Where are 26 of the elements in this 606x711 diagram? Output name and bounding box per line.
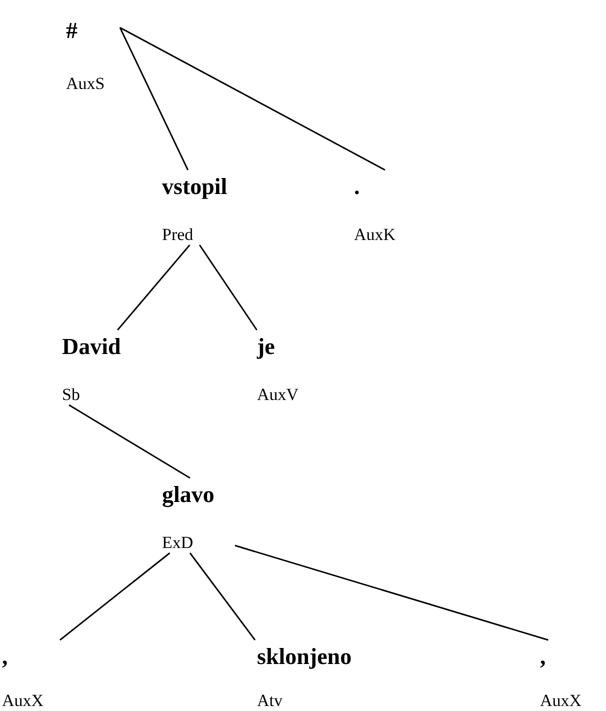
word-form: # <box>66 18 78 44</box>
function-tag: Pred <box>162 225 194 245</box>
word-form: . <box>354 174 360 200</box>
function-tag: Atv <box>257 691 282 711</box>
word-form: je <box>257 334 275 360</box>
function-tag: AuxX <box>540 691 582 711</box>
tree-branch-line <box>119 27 189 170</box>
function-tag: AuxX <box>2 691 44 711</box>
word-form: sklonjeno <box>257 644 352 670</box>
word-form: , <box>2 644 8 670</box>
tree-branch-line <box>120 26 386 171</box>
tree-branch-line <box>234 544 548 641</box>
tree-branch-line <box>117 244 190 330</box>
function-tag: Sb <box>62 385 80 405</box>
function-tag: ExD <box>162 533 194 553</box>
tree-branch-line <box>189 552 256 640</box>
tree-branch-line <box>68 404 190 479</box>
tree-branch-line <box>198 244 258 330</box>
word-form: David <box>62 334 121 360</box>
function-tag: AuxV <box>257 385 299 405</box>
function-tag: AuxK <box>354 225 396 245</box>
function-tag: AuxS <box>66 74 105 94</box>
word-form: , <box>540 644 546 670</box>
tree-branch-line <box>60 552 170 641</box>
word-form: vstopil <box>162 174 228 200</box>
word-form: glavo <box>162 482 214 508</box>
